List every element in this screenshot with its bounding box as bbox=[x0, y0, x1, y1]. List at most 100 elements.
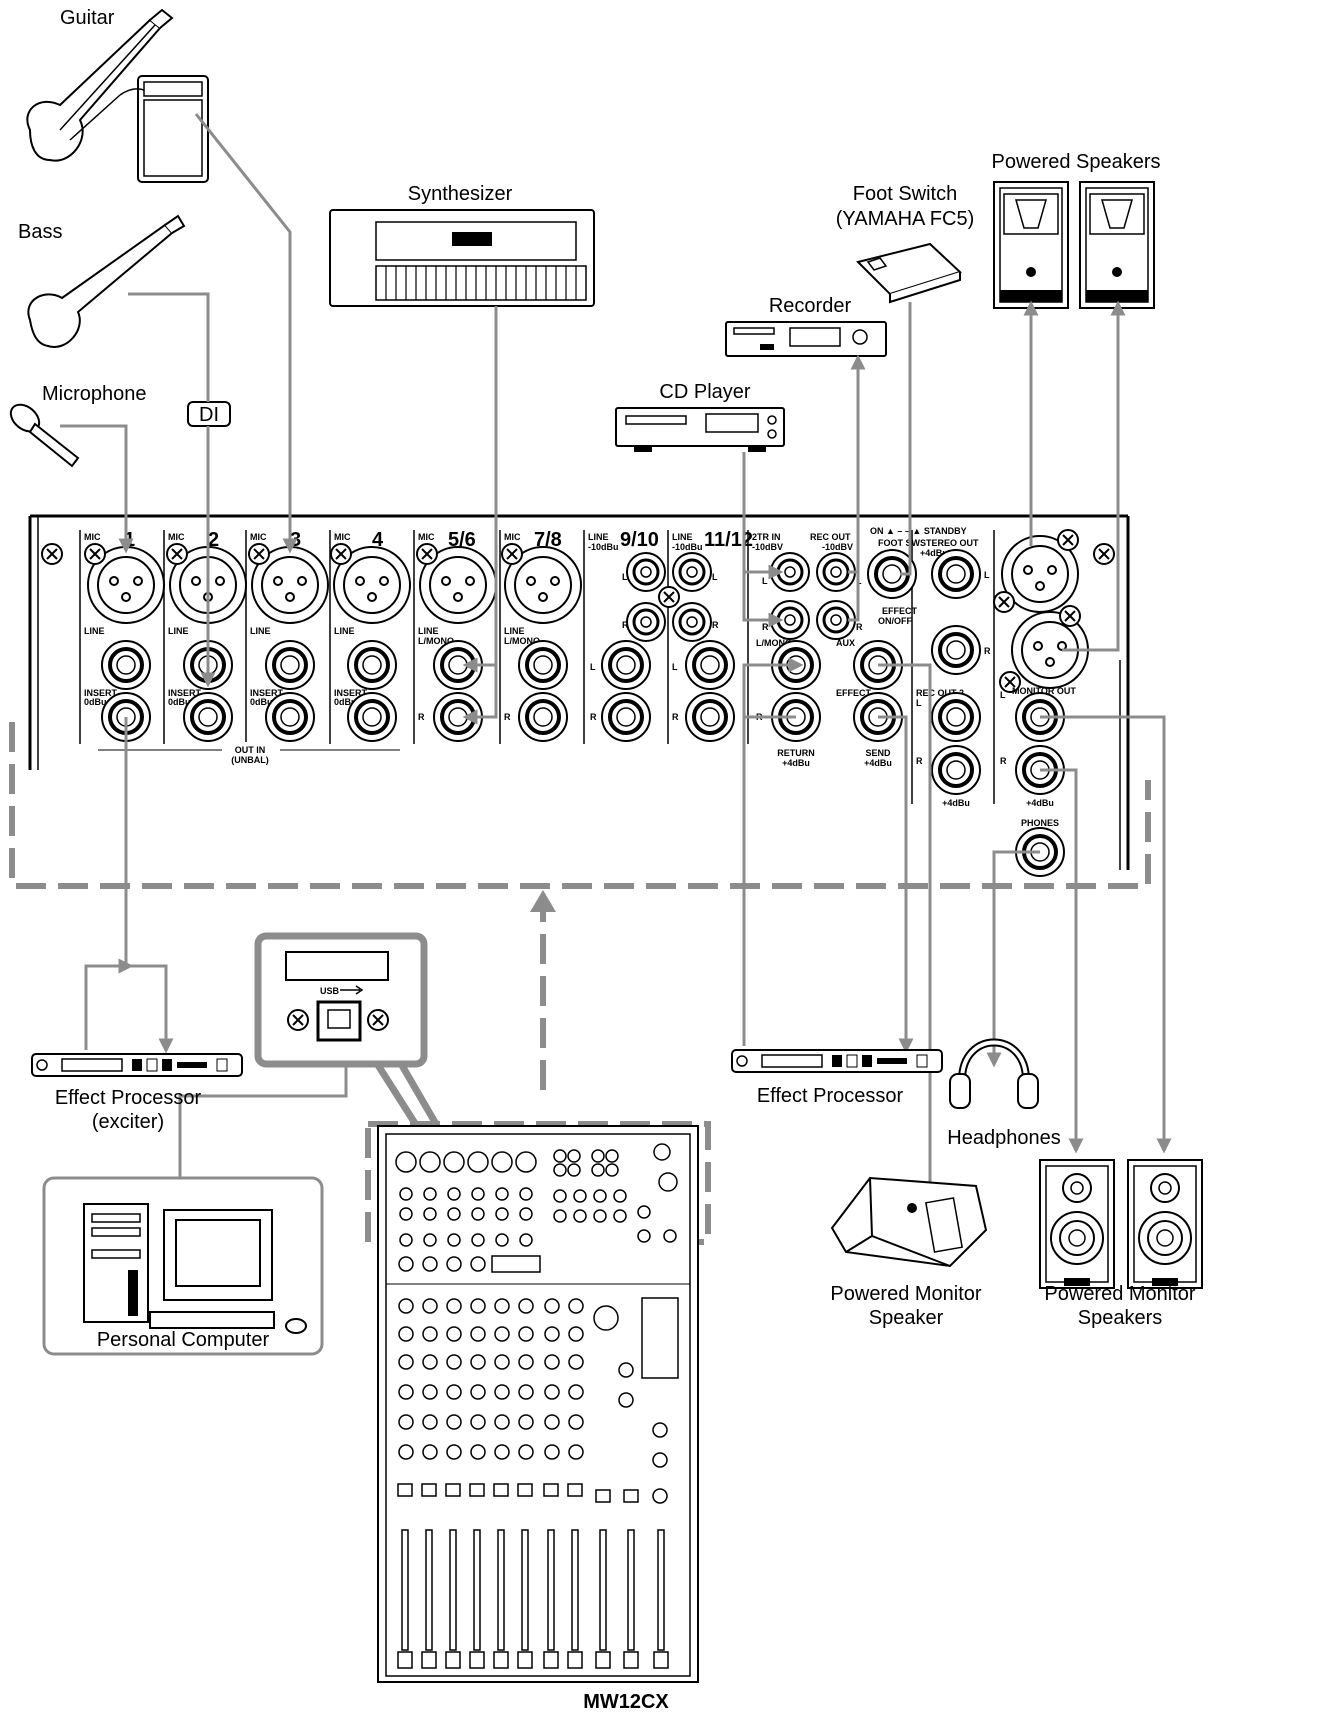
svg-text:-10dBu: -10dBu bbox=[672, 542, 703, 552]
two-tr-in-r-jack[interactable] bbox=[769, 599, 811, 641]
panel-screw-icon bbox=[287, 1009, 309, 1031]
two-tr-in-l-jack[interactable] bbox=[769, 551, 811, 593]
panel-screw-icon bbox=[1093, 543, 1115, 565]
synthesizer-icon bbox=[329, 209, 595, 307]
usb-label: USB bbox=[320, 986, 340, 996]
svg-text:9/10: 9/10 bbox=[620, 529, 659, 551]
unbal-label: (UNBAL) bbox=[231, 755, 269, 765]
xlr-input-4[interactable] bbox=[330, 543, 411, 624]
line-input-jack-12[interactable] bbox=[684, 691, 736, 743]
rca-inputs-9-12: L R L R bbox=[622, 551, 719, 643]
line-input-jack-11[interactable] bbox=[684, 639, 736, 691]
xlr-input-5-6[interactable] bbox=[416, 543, 497, 624]
line-input-jack-3[interactable] bbox=[264, 639, 316, 691]
synthesizer-label: Synthesizer bbox=[408, 183, 513, 205]
line-input-jack-8[interactable] bbox=[517, 691, 569, 743]
effect-send-label: EFFECT bbox=[836, 688, 872, 698]
rca-jack[interactable] bbox=[625, 551, 667, 593]
insert-label: INSERT bbox=[84, 688, 118, 698]
l-label: L bbox=[712, 572, 718, 582]
line-input-jack-9[interactable] bbox=[600, 639, 652, 691]
rca-jack[interactable] bbox=[671, 551, 713, 593]
personal-computer-label: Personal Computer bbox=[97, 1329, 270, 1351]
line-mono-label: L/MONO bbox=[756, 638, 792, 648]
l-label: L bbox=[762, 576, 768, 586]
l-label: L bbox=[984, 570, 990, 580]
r-label: R bbox=[1000, 756, 1007, 766]
xlr-input-3[interactable] bbox=[248, 543, 329, 624]
panel-screw-icon bbox=[993, 591, 1015, 613]
channel-header-11-12: LINE -10dBu 11/12 bbox=[672, 529, 753, 552]
powered-monitor-speaker-left-icon bbox=[1039, 1159, 1115, 1289]
svg-text:4: 4 bbox=[372, 529, 384, 551]
insert-level-label: 0dBu bbox=[250, 697, 273, 707]
foot-sw-section: ON ▲ – – ▲ STANDBY FOOT SW EFFECT ON/OFF bbox=[866, 526, 967, 626]
xlr-input-1[interactable] bbox=[84, 543, 165, 624]
line-input-jack-10[interactable] bbox=[600, 691, 652, 743]
insert-label: INSERT bbox=[334, 688, 368, 698]
send-label: SEND bbox=[865, 748, 891, 758]
stereo-out-r-phone-jack[interactable] bbox=[930, 624, 982, 676]
headphones-icon bbox=[949, 1038, 1039, 1109]
rca-jack[interactable] bbox=[625, 601, 667, 643]
r-label: R bbox=[590, 712, 597, 722]
panel-screw-icon bbox=[41, 543, 63, 565]
insert-level-label: 0dBu bbox=[84, 697, 107, 707]
level-label: +4dBu bbox=[920, 548, 948, 558]
foot-sw-label: FOOT SW bbox=[878, 538, 920, 548]
r-label: R bbox=[856, 622, 863, 632]
usb-icon bbox=[340, 985, 364, 995]
return-label: RETURN bbox=[777, 748, 815, 758]
rec-out-2-r-jack[interactable] bbox=[930, 744, 982, 796]
foot-switch-group: Foot Switch (YAMAHA FC5) bbox=[836, 183, 974, 304]
two-tr-in-label: 2TR IN bbox=[752, 532, 781, 542]
channel-header-9-10: LINE -10dBu 9/10 bbox=[588, 529, 659, 552]
r-label: R bbox=[984, 646, 991, 656]
two-track-section: 2TR IN -10dBV REC OUT -10dBV L R L R bbox=[752, 532, 863, 641]
foot-switch-label: Foot Switch bbox=[853, 183, 957, 205]
standby-label: ON ▲ – – ▲ STANDBY bbox=[870, 526, 967, 536]
rec-out-2-label: REC OUT 2 bbox=[916, 688, 964, 698]
line-input-jack-1[interactable] bbox=[100, 639, 152, 691]
recorder-icon bbox=[725, 321, 887, 357]
rec-out-2-section: REC OUT 2 L R +4dBu bbox=[916, 688, 982, 808]
r-label: R bbox=[418, 712, 425, 722]
recorder-group: Recorder bbox=[725, 295, 887, 357]
line-label: LINE bbox=[334, 626, 355, 636]
mixer-group: MW12CX bbox=[377, 1125, 699, 1713]
guitar-label: Guitar bbox=[60, 7, 115, 29]
powered-monitor-speakers-group: Powered Monitor Speakers bbox=[1039, 1159, 1203, 1329]
send-section: AUX EFFECT SEND +4dBu bbox=[836, 638, 904, 768]
channel-header-7-8: MIC 7/8 bbox=[504, 529, 562, 551]
bass-label: Bass bbox=[18, 221, 62, 243]
synthesizer-group: Synthesizer bbox=[329, 183, 595, 307]
line-input-jack-7[interactable] bbox=[517, 639, 569, 691]
r-label: R bbox=[916, 756, 923, 766]
xlr-input-7-8[interactable] bbox=[501, 543, 582, 624]
out-in-legend: OUT IN (UNBAL) bbox=[98, 742, 400, 765]
usb-detail: USB bbox=[254, 932, 440, 1130]
stereo-out-l-phone-jack[interactable] bbox=[930, 548, 982, 600]
effect-processor-exciter-icon bbox=[31, 1053, 243, 1077]
line-label: LINE bbox=[168, 626, 189, 636]
phones-label: PHONES bbox=[1021, 818, 1059, 828]
effect-processor-icon bbox=[731, 1049, 943, 1073]
insert-jack-4[interactable] bbox=[346, 691, 398, 743]
powered-speakers-group: Powered Speakers bbox=[992, 151, 1160, 309]
effect-processor-label: Effect Processor bbox=[757, 1085, 904, 1107]
insert-jack-2[interactable] bbox=[182, 691, 234, 743]
rear-panel: MIC 1 MIC 2 MIC 3 MIC 4 MIC 5/6 MIC 7/8 … bbox=[28, 514, 1130, 878]
line-label: LINE bbox=[84, 626, 105, 636]
cd-player-label: CD Player bbox=[659, 381, 750, 403]
monitor-out-section: L MONITOR OUT R +4dBu PHONES bbox=[1000, 686, 1076, 878]
powered-monitor-speaker-label-2: Speaker bbox=[869, 1307, 944, 1329]
svg-text:11/12: 11/12 bbox=[704, 529, 753, 551]
insert-level-label: 0dBu bbox=[334, 697, 357, 707]
insert-jack-3[interactable] bbox=[264, 691, 316, 743]
svg-text:MIC: MIC bbox=[84, 532, 101, 542]
rec-out-2-l-jack[interactable] bbox=[930, 691, 982, 743]
rca-jack[interactable] bbox=[671, 601, 713, 643]
line-input-jack-4[interactable] bbox=[346, 639, 398, 691]
effect-processor-exciter-label: Effect Processor bbox=[55, 1087, 202, 1109]
